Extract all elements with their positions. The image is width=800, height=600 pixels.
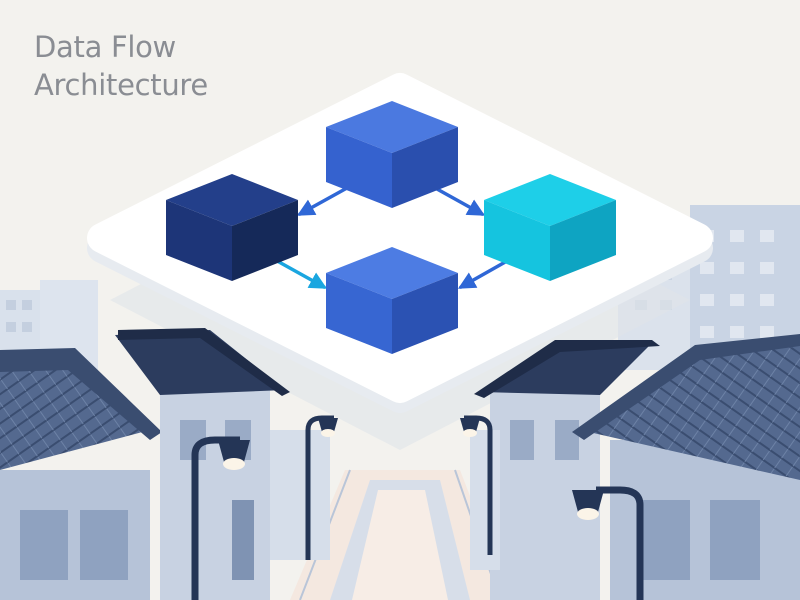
title-line-1: Data Flow: [34, 30, 176, 64]
lamp-left-far: [305, 415, 338, 560]
street: [290, 469, 510, 600]
lamp-left-near: [191, 436, 250, 600]
title-line-2: Architecture: [34, 68, 208, 102]
street-lamps: [191, 415, 644, 600]
node-left: [166, 174, 298, 281]
lamp-right-near: [572, 486, 644, 600]
node-right: [484, 174, 616, 281]
node-top: [326, 101, 458, 208]
left-houses: [0, 328, 330, 600]
node-bottom: [326, 247, 458, 354]
diagram-title: Data Flow Architecture: [34, 28, 208, 104]
lamp-right-far: [460, 415, 493, 555]
